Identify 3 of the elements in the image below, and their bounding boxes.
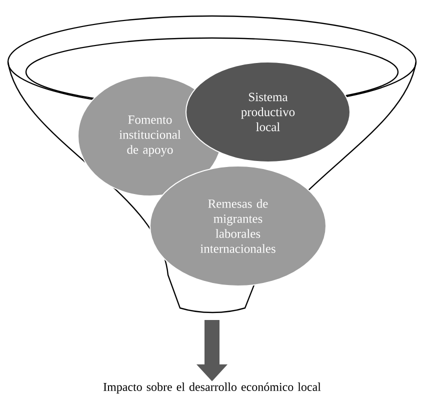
circle-node: Sistema productivo local bbox=[186, 62, 350, 162]
circle-node: Remesas de migrantes laborales internacionales bbox=[150, 166, 326, 286]
result-text: Impacto sobre el desarrollo económico local bbox=[103, 382, 321, 394]
